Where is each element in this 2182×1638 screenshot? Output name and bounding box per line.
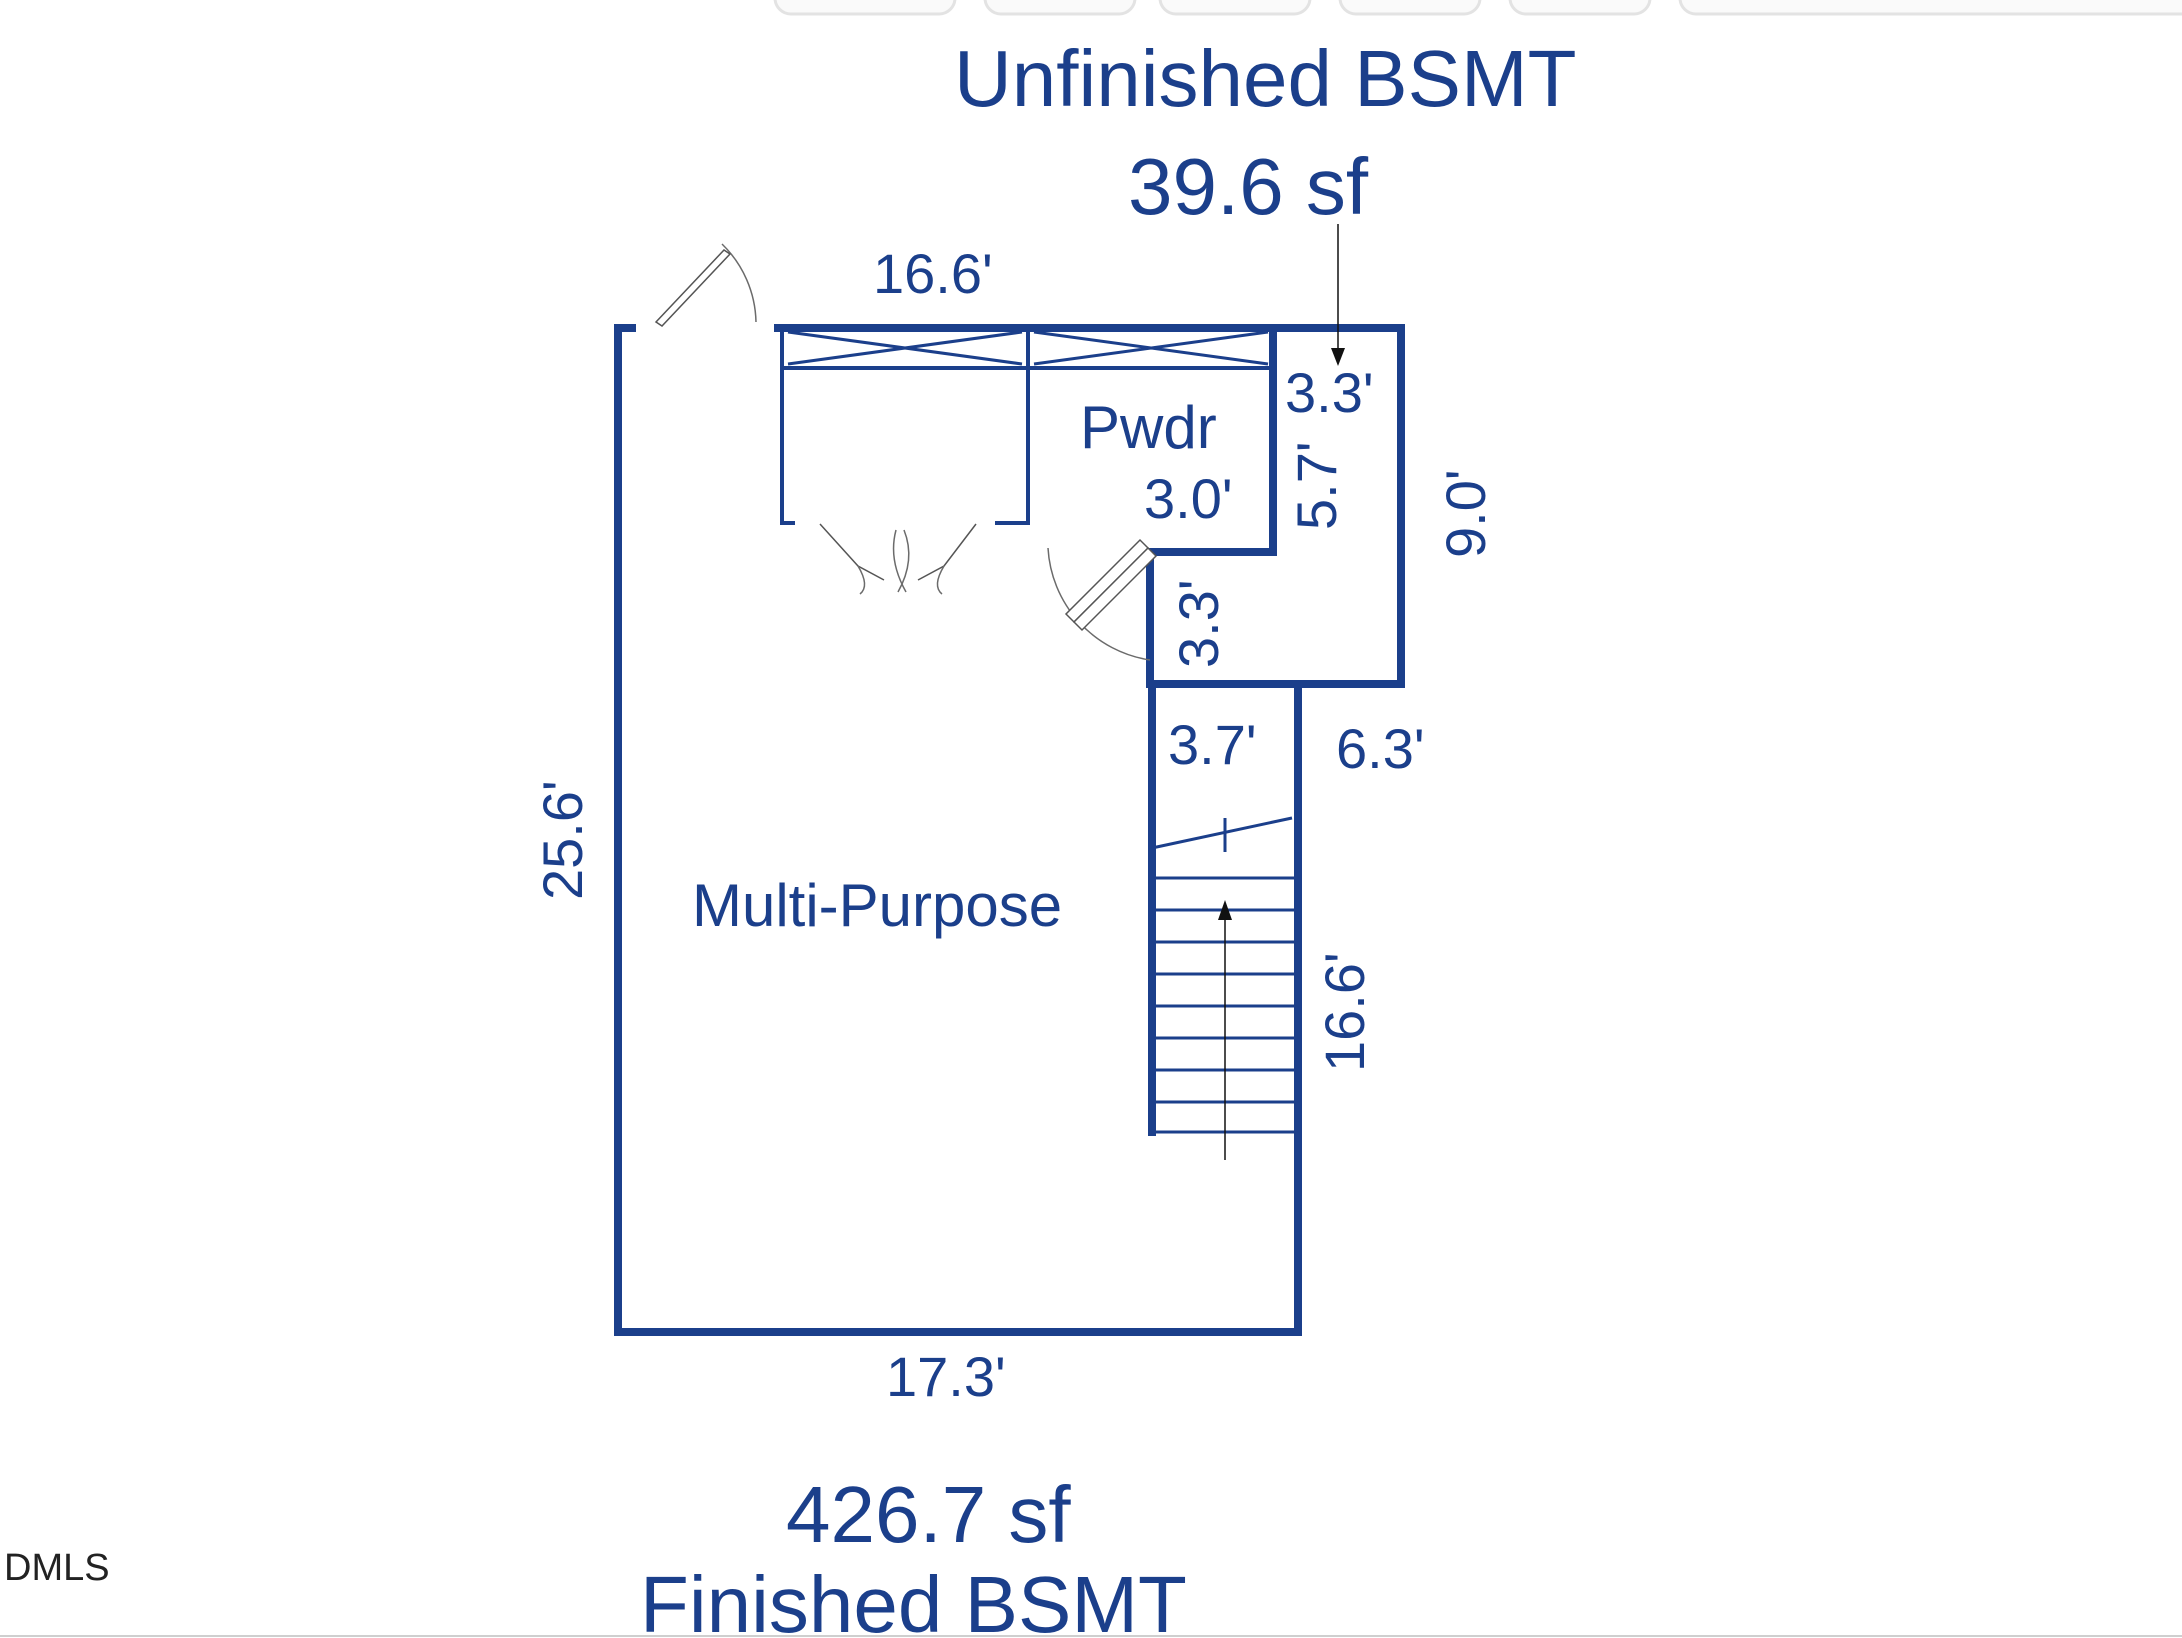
dim-closet-height: 3.3' [1167,579,1230,668]
finished-title: Finished BSMT [640,1560,1187,1638]
room-powder: Pwdr [1080,394,1217,461]
dim-stair-offset: 6.3' [1336,717,1425,780]
closet-shelves [787,330,1269,366]
left-bottom-wall [614,324,1302,1336]
interior-walls [780,330,1273,1136]
closet-left-wall [780,330,795,525]
exterior-walls [614,324,1405,1336]
dim-powder-depth: 3.0' [1144,467,1233,530]
dim-right-height: 9.0' [1434,469,1497,558]
unfinished-area: 39.6 sf [1128,142,1369,231]
closet-divider [995,330,1030,525]
dim-unfinished-width: 3.3' [1285,361,1374,424]
closet-bifold-door[interactable] [819,523,977,595]
top-toolbar-strip [773,0,2182,16]
watermark: DMLS [4,1547,110,1589]
powder-door[interactable] [1047,538,1158,661]
dim-stair-width: 3.7' [1168,713,1257,776]
exterior-door[interactable] [654,243,757,327]
room-multi-purpose: Multi-Purpose [692,872,1062,939]
dim-top-width: 16.6' [873,242,993,305]
stairs[interactable] [1151,816,1296,1160]
unfinished-title: Unfinished BSMT [954,34,1576,123]
dim-bottom-width: 17.3' [886,1345,1006,1408]
finished-area: 426.7 sf [786,1470,1071,1559]
dim-unfinished-depth: 5.7' [1285,441,1348,530]
dim-stair-length: 16.6' [1313,952,1376,1072]
dim-left-height: 25.6' [531,780,594,900]
unfinished-pointer [1331,224,1345,366]
